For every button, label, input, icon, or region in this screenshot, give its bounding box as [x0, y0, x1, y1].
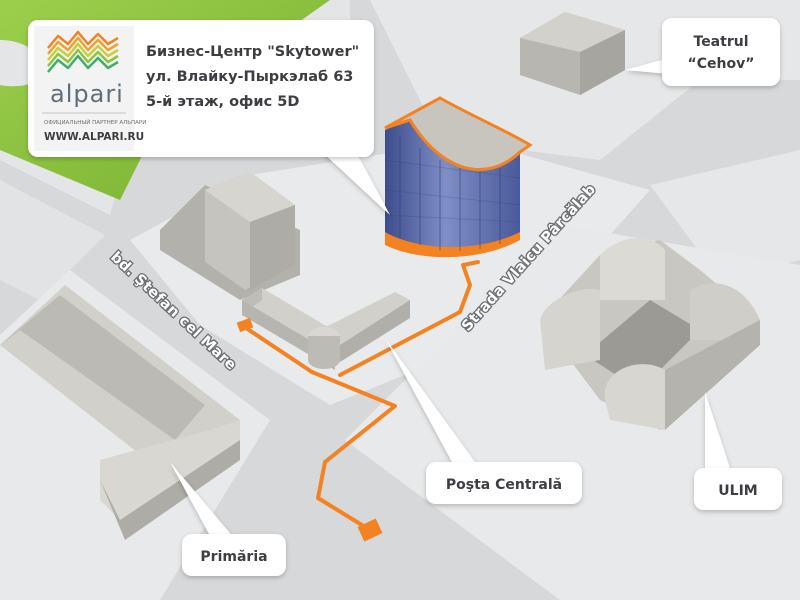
block-east: [650, 150, 800, 280]
teatrul-building: [520, 12, 625, 95]
callout-ulim-box: [694, 468, 782, 510]
route-start-marker: [236, 317, 254, 333]
office-floor: 5-й этаж, офис 5D: [146, 94, 299, 110]
skytower-building: [384, 96, 533, 258]
callout-posta-label: Poşta Centrală: [446, 477, 562, 493]
callout-teatrul-line1: Teatrul: [694, 34, 749, 50]
callout-posta-box: [426, 462, 582, 504]
alpari-logo-icon: [47, 30, 119, 73]
logo-tagline: ОФИЦИАЛЬНЫЙ ПАРТНЕР АЛЬПАРИ: [44, 119, 146, 126]
logo-url: WWW.ALPARI.RU: [44, 131, 144, 143]
posta-pointer: [385, 338, 475, 462]
ulim-pointer: [705, 392, 730, 468]
office-address: ул. Влайку-Пыркэлаб 63: [146, 69, 353, 85]
callout-teatrul: Teatrul “Cehov”: [662, 18, 780, 86]
route-path: [236, 260, 480, 542]
ulim-building: [540, 238, 760, 430]
info-pointer: [320, 150, 390, 215]
office-info-box: alpari ОФИЦИАЛЬНЫЙ ПАРТНЕР АЛЬПАРИ WWW.A…: [28, 20, 374, 157]
callout-primaria: Primăria: [182, 534, 286, 576]
office-title: Бизнес-Центр "Skytower": [146, 44, 359, 60]
route-end-marker: [357, 518, 383, 542]
callout-primaria-label: Primăria: [200, 549, 267, 565]
callout-posta: Poşta Centrală: [426, 462, 582, 504]
primaria-pointer: [170, 462, 240, 545]
callout-ulim: ULIM: [694, 468, 782, 510]
posta-building: [242, 288, 410, 370]
callout-primaria-box: [182, 534, 286, 576]
callout-teatrul-box: [662, 18, 780, 86]
office-building: [160, 172, 300, 300]
sidewalk-block: [0, 180, 105, 300]
logo-wordmark: alpari: [50, 80, 124, 108]
callout-ulim-label: ULIM: [718, 483, 757, 499]
callout-teatrul-line2: “Cehov”: [688, 56, 755, 72]
primaria-building: [0, 285, 240, 540]
